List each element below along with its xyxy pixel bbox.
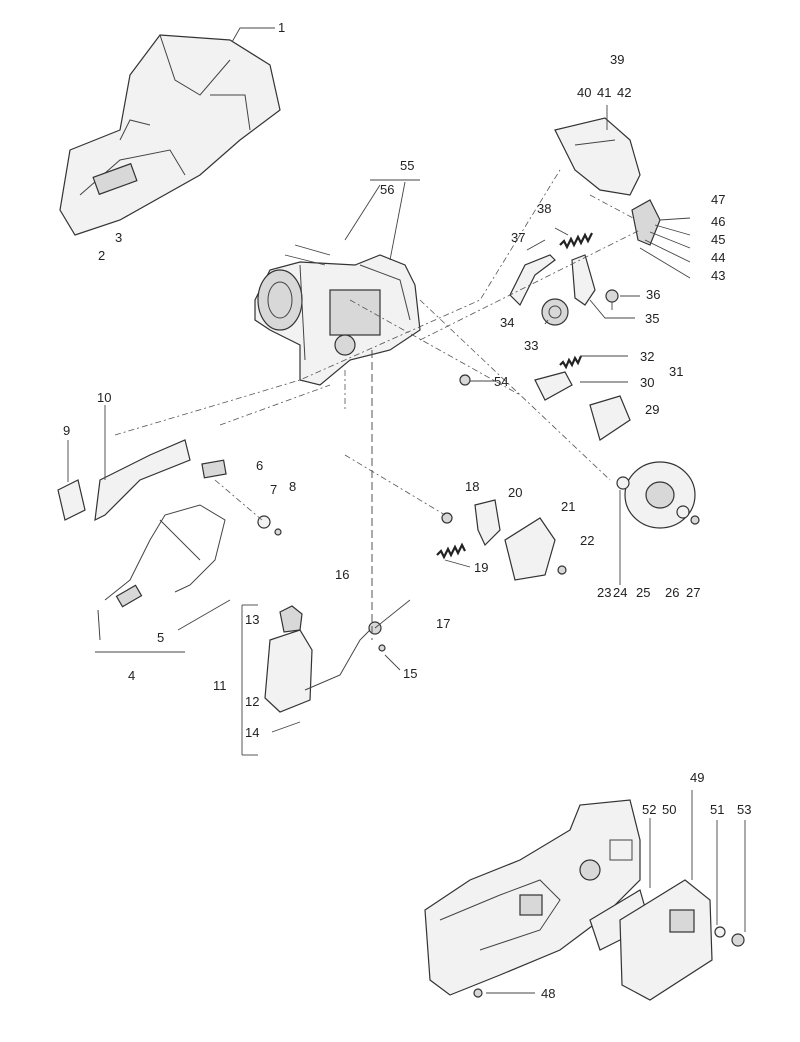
- label-15: 15: [403, 666, 417, 681]
- washer-51: [714, 926, 726, 938]
- label-9: 9: [63, 423, 70, 438]
- nut-27: [690, 515, 700, 525]
- label-19: 19: [474, 560, 488, 575]
- label-34: 34: [500, 315, 514, 330]
- label-32: 32: [640, 349, 654, 364]
- label-53: 53: [737, 802, 751, 817]
- label-26: 26: [665, 585, 679, 600]
- label-12: 12: [245, 694, 259, 709]
- chain-cover-top: [554, 117, 641, 196]
- label-46: 46: [711, 214, 725, 229]
- label-16: 16: [335, 567, 349, 582]
- brake-pad: [589, 395, 631, 441]
- label-14: 14: [245, 725, 259, 740]
- spring-38: [559, 232, 593, 250]
- side-cover-49: [619, 879, 713, 1001]
- label-55: 55: [400, 158, 414, 173]
- label-39: 39: [610, 52, 624, 67]
- brake-lever-parts: [631, 199, 691, 246]
- screw-22: [557, 565, 567, 575]
- label-33: 33: [524, 338, 538, 353]
- label-43: 43: [711, 268, 725, 283]
- label-7: 7: [270, 482, 277, 497]
- spring-32: [559, 355, 583, 370]
- label-38: 38: [537, 201, 551, 216]
- label-2: 2: [98, 248, 105, 263]
- power-cable: [97, 504, 226, 641]
- label-41: 41: [597, 85, 611, 100]
- brake-shoe: [534, 371, 573, 401]
- label-18: 18: [465, 479, 479, 494]
- label-11: 11: [213, 678, 227, 693]
- washer-24: [616, 476, 630, 490]
- label-13: 13: [245, 612, 259, 627]
- label-48: 48: [541, 986, 555, 1001]
- pinion-gear: [541, 298, 569, 326]
- lever-35: [571, 254, 596, 306]
- screw-48: [473, 988, 483, 998]
- label-29: 29: [645, 402, 659, 417]
- label-31: 31: [669, 364, 683, 379]
- label-35: 35: [645, 311, 659, 326]
- label-4: 4: [128, 668, 135, 683]
- label-30: 30: [640, 375, 654, 390]
- oil-fitting: [368, 599, 411, 652]
- label-51: 51: [710, 802, 724, 817]
- washer-26: [676, 505, 690, 519]
- label-10: 10: [97, 390, 111, 405]
- callout-labels: 1 2 3 4 5 6 7 8 9 10 11 12 13 14 15 16 1…: [63, 20, 751, 1001]
- label-54: 54: [494, 374, 508, 389]
- switch-housing-9: [57, 479, 86, 521]
- label-40: 40: [577, 85, 591, 100]
- label-5: 5: [157, 630, 164, 645]
- label-20: 20: [508, 485, 522, 500]
- label-22: 22: [580, 533, 594, 548]
- label-44: 44: [711, 250, 725, 265]
- nut-53: [731, 933, 745, 947]
- oil-tank: [264, 605, 376, 713]
- label-42: 42: [617, 85, 631, 100]
- motor-assembly: [254, 254, 421, 386]
- label-47: 47: [711, 192, 725, 207]
- nut-18: [441, 512, 453, 524]
- handle-housing: [59, 34, 281, 236]
- label-3: 3: [115, 230, 122, 245]
- bolts: [284, 244, 331, 266]
- label-21: 21: [561, 499, 575, 514]
- screw-36: [605, 289, 619, 310]
- bracket-20: [474, 499, 501, 547]
- label-36: 36: [646, 287, 660, 302]
- label-8: 8: [289, 479, 296, 494]
- spring-19: [436, 542, 466, 560]
- clip-54: [459, 374, 471, 386]
- label-56: 56: [380, 182, 394, 197]
- label-50: 50: [662, 802, 676, 817]
- label-52: 52: [642, 802, 656, 817]
- trigger-10: [94, 439, 191, 522]
- label-24: 24: [613, 585, 627, 600]
- assembly-lines: [114, 169, 641, 640]
- label-49: 49: [690, 770, 704, 785]
- label-1: 1: [278, 20, 285, 35]
- label-37: 37: [511, 230, 525, 245]
- plate-21: [504, 517, 556, 581]
- label-27: 27: [686, 585, 700, 600]
- label-17: 17: [436, 616, 450, 631]
- leader-lines: [67, 27, 746, 994]
- label-25: 25: [636, 585, 650, 600]
- screw-8: [274, 528, 282, 536]
- label-6: 6: [256, 458, 263, 473]
- label-23: 23: [597, 585, 611, 600]
- lower-housing: [424, 799, 641, 996]
- belt: [509, 254, 556, 307]
- microswitch-6: [201, 459, 227, 479]
- label-45: 45: [711, 232, 725, 247]
